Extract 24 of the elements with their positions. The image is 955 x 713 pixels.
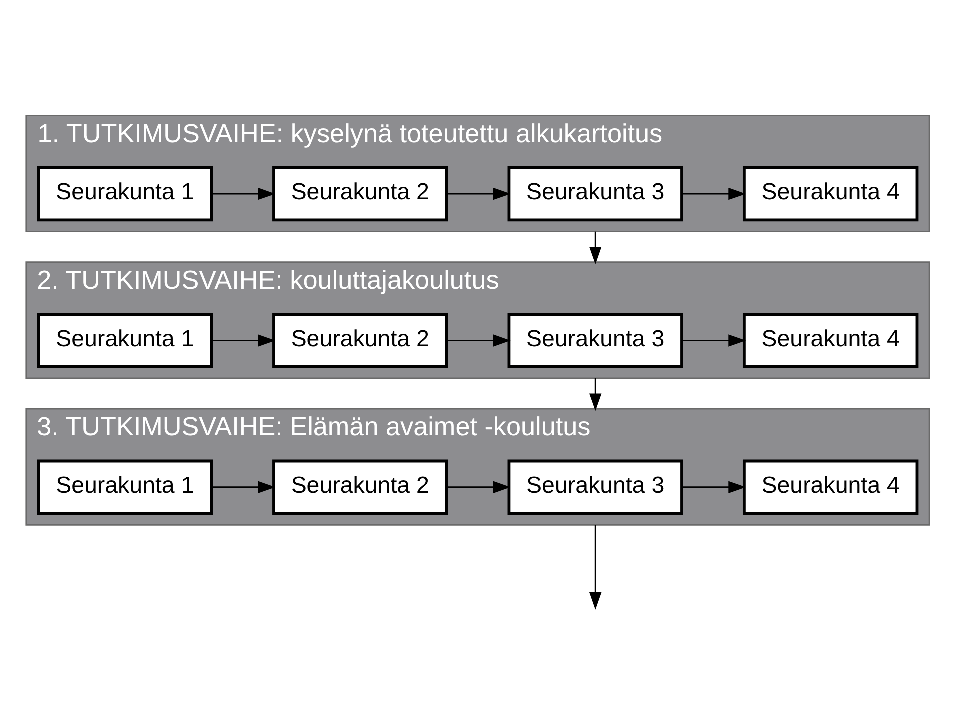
node-box: Seurakunta 4 bbox=[742, 166, 918, 222]
node-box: Seurakunta 4 bbox=[742, 313, 918, 368]
node-box: Seurakunta 1 bbox=[36, 313, 212, 368]
arrow bbox=[446, 481, 510, 494]
arrow bbox=[589, 378, 602, 412]
arrow bbox=[446, 188, 510, 200]
node-box: Seurakunta 1 bbox=[36, 460, 212, 515]
node-box: Seurakunta 4 bbox=[742, 460, 918, 515]
arrow bbox=[682, 334, 746, 347]
node-box: Seurakunta 3 bbox=[507, 460, 683, 515]
node-box: Seurakunta 3 bbox=[507, 313, 683, 368]
node-box: Seurakunta 1 bbox=[36, 166, 212, 222]
node-box: Seurakunta 2 bbox=[272, 166, 448, 222]
arrow bbox=[682, 481, 746, 494]
arrow bbox=[589, 525, 602, 610]
node-box: Seurakunta 2 bbox=[272, 313, 448, 368]
arrow bbox=[212, 188, 276, 200]
arrow bbox=[212, 334, 276, 347]
arrow bbox=[682, 188, 746, 200]
arrow bbox=[589, 232, 602, 265]
node-box: Seurakunta 3 bbox=[507, 166, 683, 222]
arrow bbox=[212, 481, 276, 494]
arrow bbox=[446, 334, 510, 347]
node-box: Seurakunta 2 bbox=[272, 460, 448, 515]
